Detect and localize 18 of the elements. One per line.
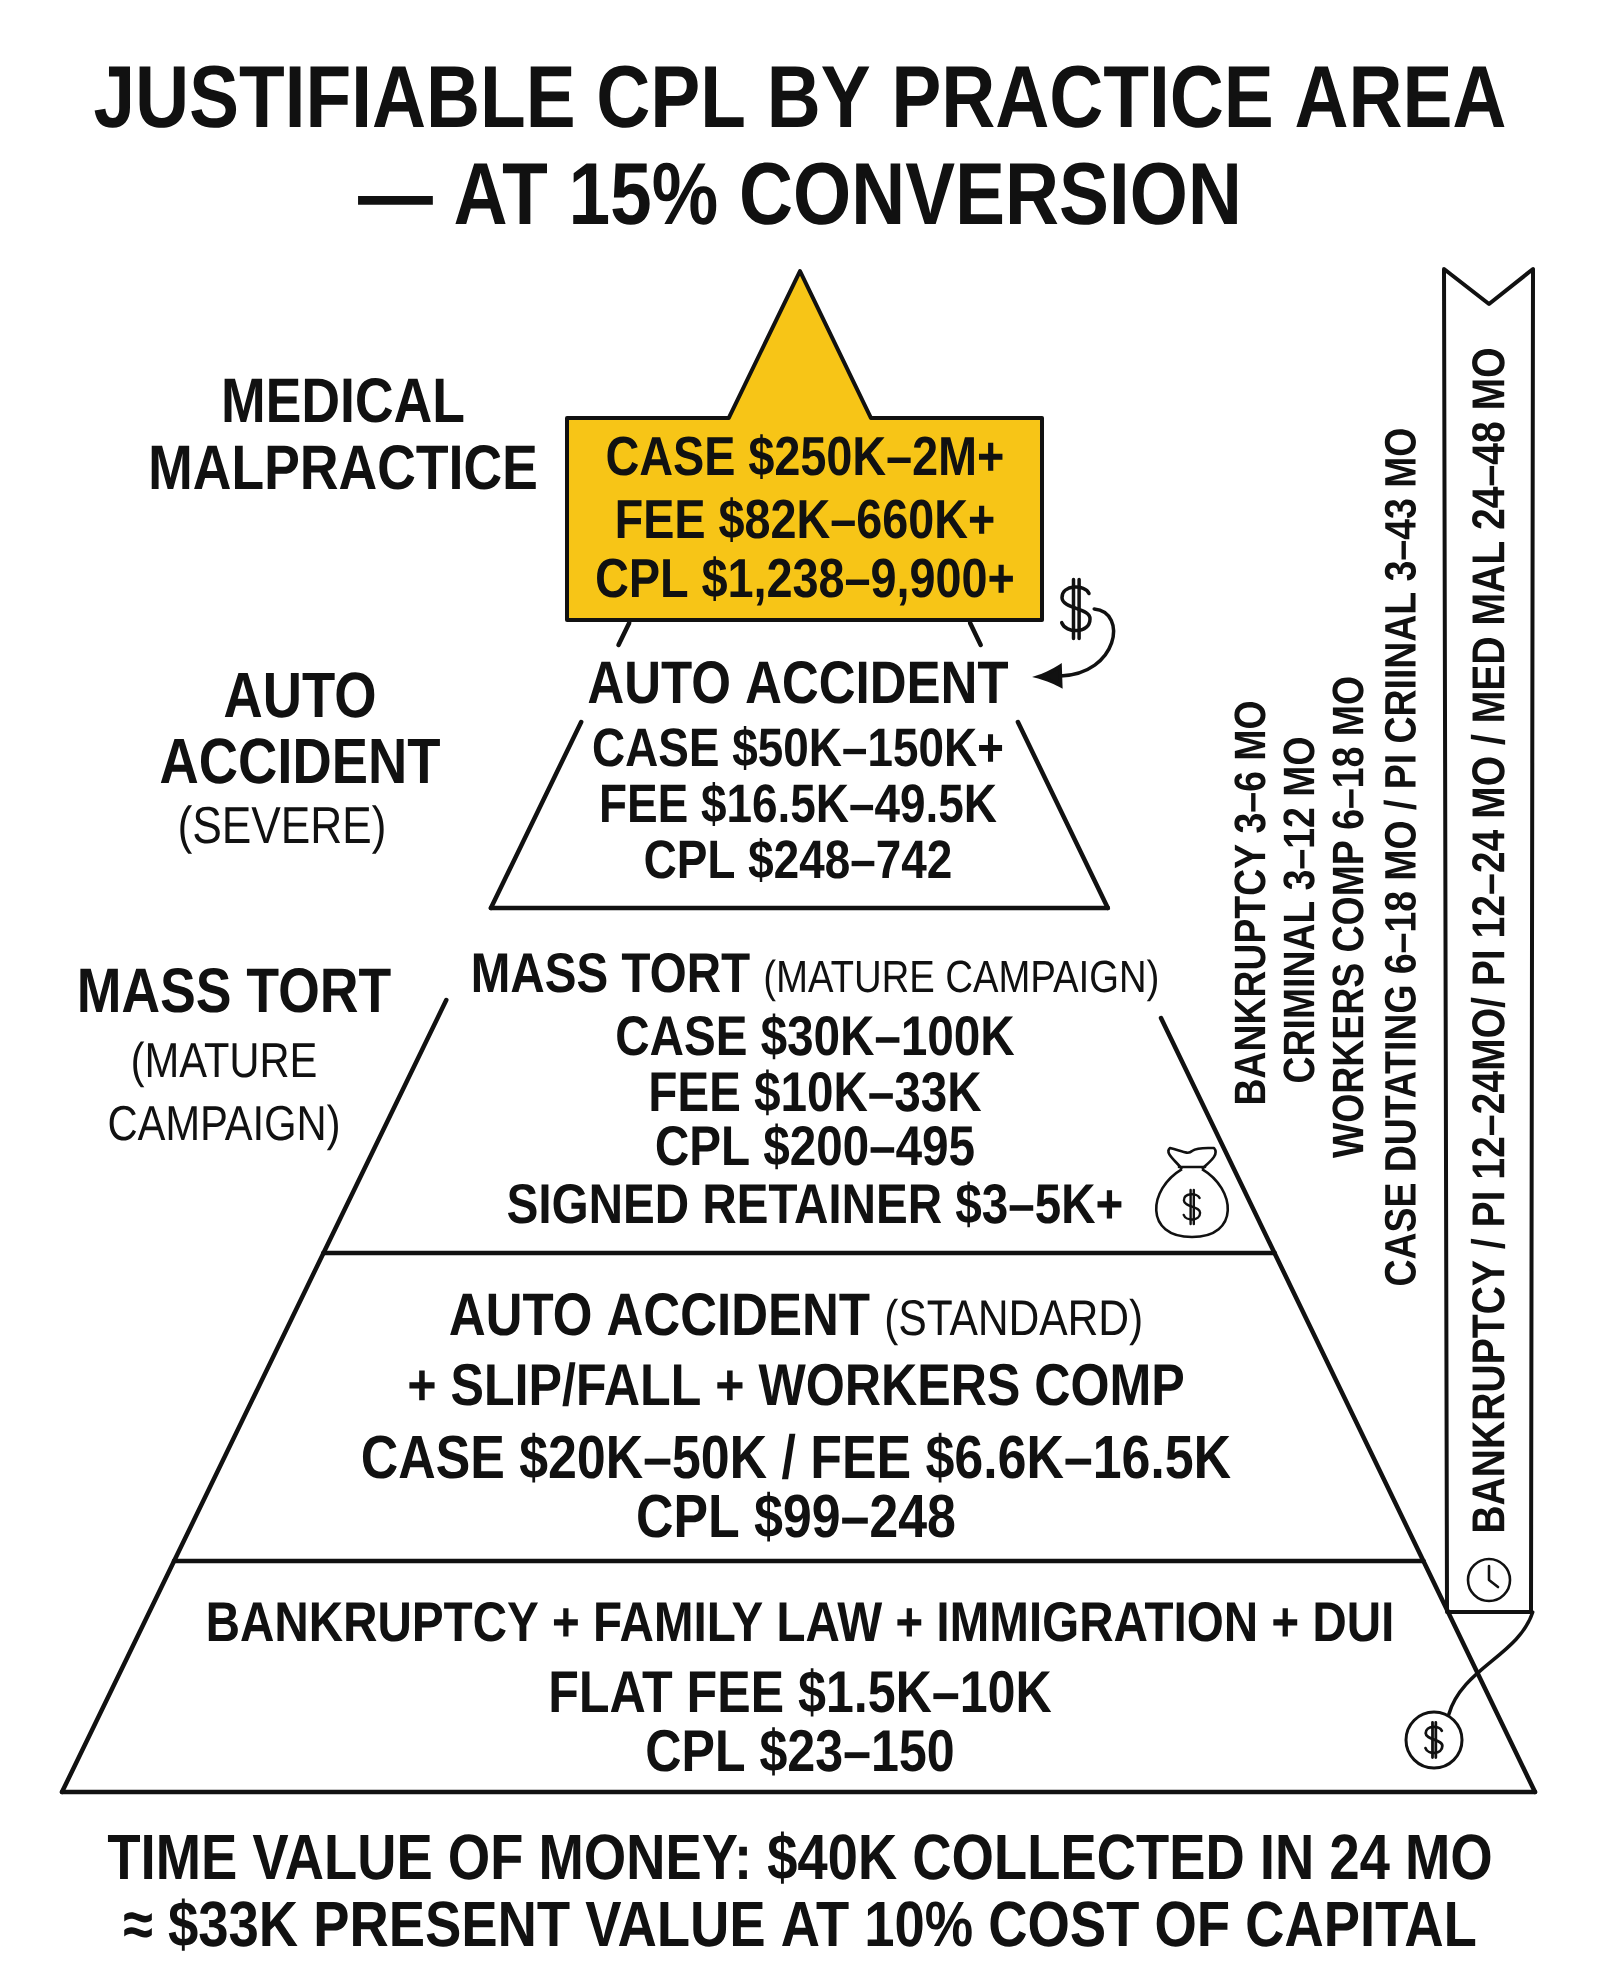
tier-label: AUTO ACCIDENT bbox=[160, 672, 440, 784]
tier-label: MEDICAL MALPRACTICE bbox=[151, 378, 536, 490]
vertical-label: BANKRUPTCY 3–6 MO bbox=[1234, 702, 1266, 1104]
ribbon-banner: BANKRUPTCY / PI 12–24MO/ PI 12–24 MO / MED MAL 24–48 MO bbox=[1442, 267, 1535, 1614]
coin-icon bbox=[1404, 1710, 1464, 1770]
tier-text: AUTO ACCIDENT CASE $50K–150K+ FEE $16.5K–49.5K CPL $248–742 bbox=[588, 661, 1008, 883]
connector-line bbox=[1447, 1610, 1535, 1717]
tier-text: BANKRUPTCY + FAMILY LAW + IMMIGRATION + DUI FLAT FEE $1.5K–10K CPL $23–150 bbox=[208, 1601, 1392, 1776]
pyramid-tier: CASE $250K–2M+ FEE $82K–660K+ CPL $1,238–9,900+ bbox=[565, 269, 1044, 622]
tier-label: (MATURE CAMPAIGN) bbox=[109, 1041, 338, 1151]
title: JUSTIFIABLE CPL BY PRACTICE AREA — AT 15% CONVERSION bbox=[94, 65, 1505, 225]
tier-text: MASS TORT (MATURE CAMPAIGN) CASE $30K–100K FEE $10K–33K CPL $200–495 SIGNED RETAINER $3–5K+ bbox=[473, 952, 1157, 1228]
tier-label: MASS TORT bbox=[80, 968, 391, 1013]
caption: TIME VALUE OF MONEY: $40K COLLECTED IN 24 MO ≈ $33K PRESENT VALUE AT 10% COST OF CAPITAL bbox=[107, 1831, 1491, 1951]
vertical-label: WORKERS COMP 6–18 MO bbox=[1332, 677, 1364, 1159]
tier-text: AUTO ACCIDENT (STANDARD) + SLIP/FALL + WORKERS COMP CASE $20K–50K / FEE $6.6K–16.5K CPL $99–248 bbox=[362, 1293, 1231, 1542]
tier-label: (SEVERE) bbox=[180, 805, 384, 854]
vertical-label: CRIMINAL 3–12 MO bbox=[1283, 738, 1315, 1082]
